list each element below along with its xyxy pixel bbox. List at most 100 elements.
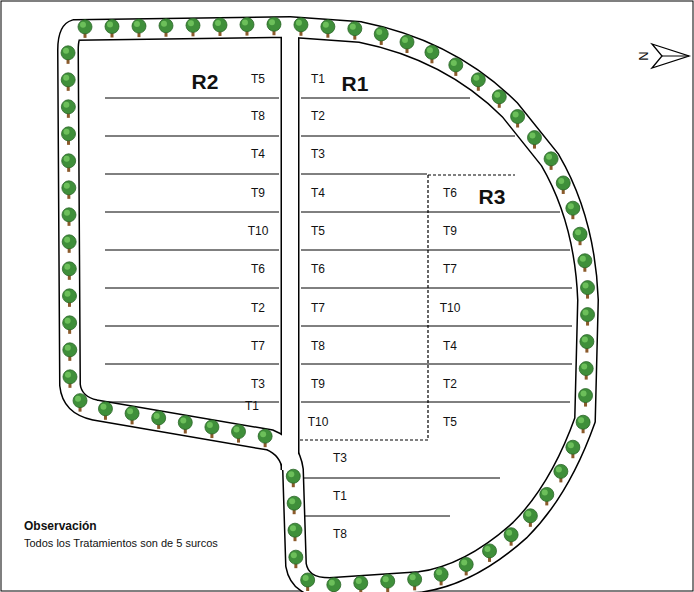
tree-icon: [98, 402, 112, 420]
treatment-label: T8: [311, 340, 325, 353]
tree-icon: [62, 127, 76, 145]
treatment-label: T10: [440, 302, 461, 315]
tree-icon: [232, 425, 246, 443]
tree-icon: [61, 46, 75, 64]
tree-icon: [540, 487, 554, 505]
treatment-label: T3: [333, 452, 347, 465]
tree-icon: [471, 73, 485, 91]
treatment-label: T9: [251, 187, 265, 200]
tree-icon: [152, 411, 166, 429]
tree-icon: [321, 20, 335, 38]
tree-icon: [348, 22, 362, 40]
tree-icon: [544, 152, 558, 170]
tree-icon: [523, 509, 537, 527]
divider-inner: [282, 27, 298, 470]
note-text: Todos los Tratamientos son de 5 surcos: [24, 537, 218, 549]
treatment-label: T6: [311, 263, 325, 276]
tree-icon: [434, 567, 448, 585]
tree-icon: [62, 208, 76, 226]
treatment-label: T1: [333, 490, 347, 503]
tree-icon: [581, 281, 595, 299]
tree-icon: [580, 335, 594, 353]
treatment-label: T9: [443, 225, 457, 238]
treatment-label: T8: [333, 528, 347, 541]
tree-icon: [62, 154, 76, 172]
tree-icon: [267, 17, 281, 35]
treatment-label: T5: [443, 416, 457, 429]
tree-icon: [504, 528, 518, 546]
tree-icon: [554, 464, 568, 482]
treatment-label: T3: [311, 148, 325, 161]
tree-icon: [287, 496, 301, 514]
tree-icon: [294, 18, 308, 36]
tree-icon: [213, 18, 227, 36]
tree-icon: [186, 18, 200, 36]
treatment-label: T7: [251, 340, 265, 353]
tree-icon: [62, 235, 76, 253]
tree-icon: [125, 406, 139, 424]
tree-icon: [63, 316, 77, 334]
tree-icon: [205, 420, 219, 438]
note-heading: Observación: [24, 520, 97, 533]
block-label: R3: [479, 185, 506, 208]
divider-outer: [281, 27, 300, 470]
tree-icon: [578, 254, 592, 272]
treatment-label: T4: [443, 340, 457, 353]
treatment-label: T7: [443, 263, 457, 276]
tree-icon: [581, 308, 595, 326]
tree-icon: [62, 289, 76, 307]
tree-icon: [492, 90, 506, 108]
treatment-label: T10: [308, 416, 329, 429]
tree-icon: [527, 131, 541, 149]
plot-rows: [105, 98, 572, 516]
treatment-label: T5: [311, 225, 325, 238]
tree-icon: [62, 262, 76, 280]
treatment-label: T7: [311, 302, 325, 315]
tree-icon: [289, 550, 303, 568]
treatment-label: T10: [248, 225, 269, 238]
block-label: R2: [192, 70, 219, 93]
treatment-label: T8: [251, 110, 265, 123]
tree-icon: [258, 429, 272, 447]
tree-icon: [178, 415, 192, 433]
tree-icon: [566, 201, 580, 219]
tree-icon: [566, 440, 580, 458]
treatment-label: T6: [443, 187, 457, 200]
treatment-label: T1: [245, 400, 259, 413]
tree-icon: [374, 27, 388, 45]
r3-dashed-outline: [300, 175, 515, 440]
treatment-label: T2: [311, 110, 325, 123]
tree-icon: [556, 176, 570, 194]
tree-icon: [73, 394, 87, 412]
border-outer: [68, 27, 588, 588]
tree-icon: [579, 362, 593, 380]
tree-icon: [63, 343, 77, 361]
tree-icon: [483, 544, 497, 562]
tree-icon: [327, 578, 341, 592]
tree-icon: [61, 100, 75, 118]
tree-icon: [286, 469, 300, 487]
tree-icon: [288, 523, 302, 541]
tree-icon: [105, 19, 119, 37]
treatment-label: T1: [311, 73, 325, 86]
tree-icon: [459, 557, 473, 575]
tree-icon: [132, 19, 146, 37]
treatment-label: T6: [251, 263, 265, 276]
tree-icon: [449, 58, 463, 76]
tree-icon: [63, 370, 77, 388]
treatment-label: T5: [251, 73, 265, 86]
tree-icon: [408, 572, 422, 590]
tree-icon: [61, 73, 75, 91]
north-label: N: [637, 51, 651, 60]
treatment-label: T4: [251, 148, 265, 161]
tree-icon: [381, 574, 395, 592]
tree-icon: [400, 35, 414, 53]
treatment-label: T3: [251, 378, 265, 391]
treatment-label: T4: [311, 187, 325, 200]
treatment-label: T2: [443, 378, 457, 391]
tree-icon: [301, 573, 315, 591]
tree-icon: [240, 18, 254, 36]
tree-icon: [62, 181, 76, 199]
